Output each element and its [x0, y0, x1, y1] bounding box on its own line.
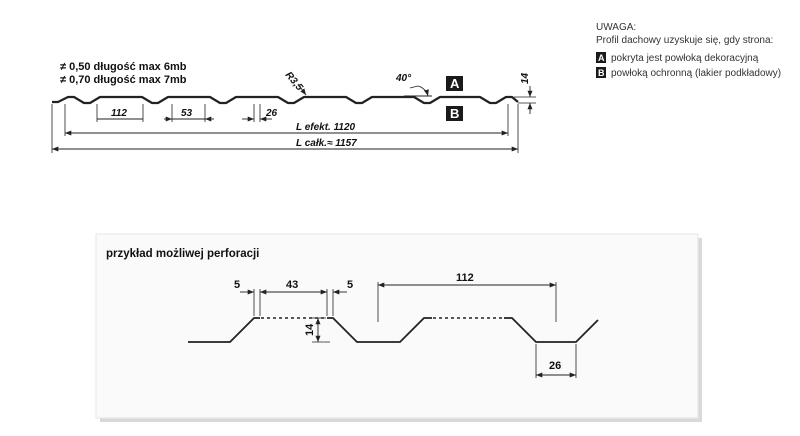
p-dim112-label: 112 [456, 272, 474, 284]
note-item-b: powłoką ochronną (lakier podkładowy) [611, 68, 781, 79]
note-title: UWAGA: [596, 22, 636, 33]
side-b-badge [446, 106, 463, 121]
badge-a-letter: A [598, 53, 605, 63]
perforation-panel: przykład możliwej perforacji 5 43 5 112 … [95, 233, 702, 422]
spec-line-2: ≠ 0,70 długość max 7mb [60, 74, 187, 86]
angle-arc [417, 85, 429, 97]
note-block: UWAGA: Profil dachowy uzyskuje się, gdy … [596, 22, 781, 79]
p-dim14-label: 14 [304, 323, 316, 336]
spec-line-1: ≠ 0,50 długość max 6mb [60, 61, 187, 73]
perforation-profile-line-mid [327, 317, 432, 343]
p-dim43-label: 43 [286, 279, 298, 291]
side-b-label: B [450, 106, 459, 121]
dim-53-label: 53 [181, 108, 193, 119]
radius-label: R3,5 [283, 70, 305, 94]
p-dim26-label: 26 [549, 360, 561, 372]
l-efekt-label: L efekt. 1120 [296, 122, 356, 133]
note-item-a: pokryta jest powłoką dekoracyjną [611, 53, 759, 64]
badge-b-letter: B [598, 68, 605, 78]
perforation-title: przykład możliwej perforacji [106, 248, 259, 260]
badge-b-small [596, 67, 606, 78]
p-dim5r-label: 5 [347, 279, 353, 291]
panel-box [95, 233, 699, 419]
angle-label: 40° [395, 73, 412, 84]
dim-26-label: 26 [265, 108, 278, 119]
perforation-profile-line-right [504, 317, 599, 343]
height-label: 14 [520, 72, 531, 84]
side-a-label: A [450, 76, 460, 91]
dim-112-label: 112 [111, 108, 127, 119]
top-profile-drawing: A B R3,5 40° 14 112 53 26 [51, 70, 536, 153]
p-dim5l-label: 5 [234, 279, 240, 291]
l-calk-label: L całk.≈ 1157 [296, 138, 357, 149]
side-a-badge [446, 76, 463, 91]
trapezoid-profile-line [52, 95, 519, 105]
radius-leader [297, 83, 307, 96]
perforation-profile-line [188, 317, 260, 343]
badge-a-small [596, 52, 606, 63]
angle-leader [409, 85, 419, 89]
note-line: Profil dachowy uzyskuje się, gdy strona: [596, 35, 773, 46]
